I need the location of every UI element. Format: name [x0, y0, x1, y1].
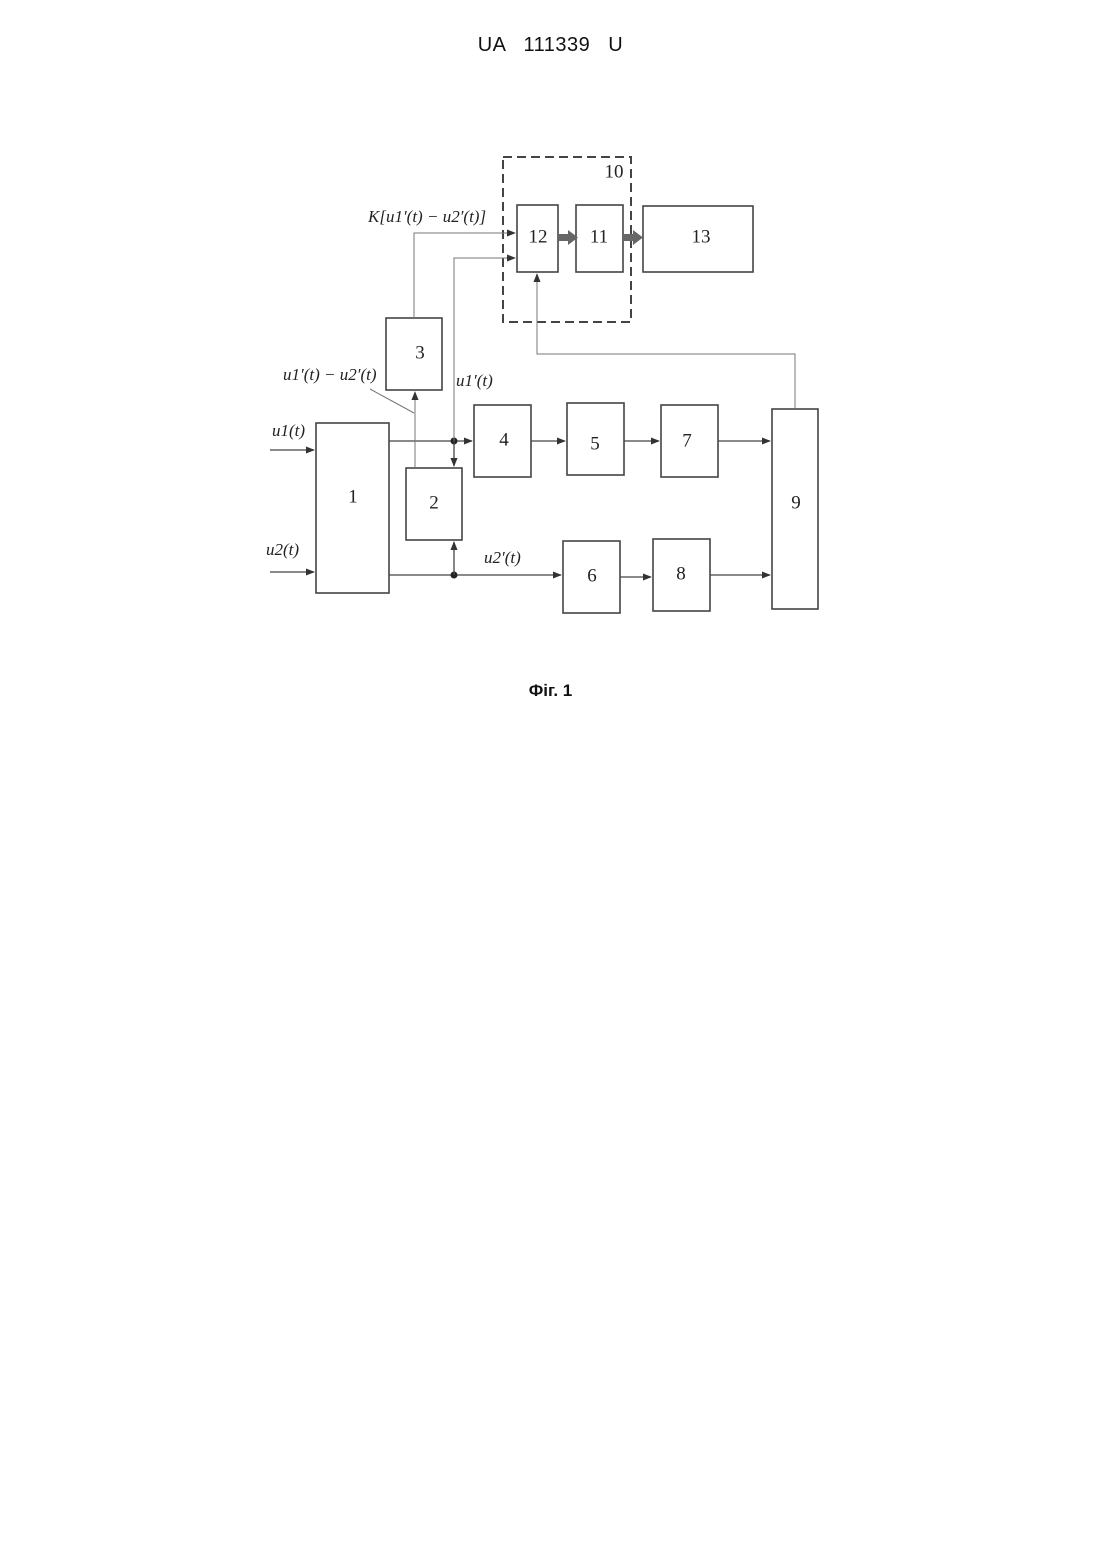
block-8: 8: [653, 539, 710, 611]
svg-text:12: 12: [529, 226, 548, 247]
label-u1-prime: u1′(t): [456, 371, 493, 390]
label-input-u1: u1(t): [272, 421, 305, 440]
svg-text:8: 8: [676, 563, 686, 584]
svg-text:9: 9: [791, 492, 801, 513]
block-3: 3: [386, 318, 442, 390]
block-diagram: 10 1 2 3 4 5 7 6 8 9 12 11: [0, 0, 1101, 720]
label-difference: u1′(t) − u2′(t): [283, 365, 377, 384]
svg-text:11: 11: [590, 226, 608, 247]
block-7: 7: [661, 405, 718, 477]
svg-text:5: 5: [590, 433, 600, 454]
svg-text:7: 7: [682, 430, 692, 451]
thick-arrow-12-to-11: [558, 230, 578, 245]
block-12: 12: [517, 205, 558, 272]
block-2: 2: [406, 468, 462, 540]
block-4: 4: [474, 405, 531, 477]
svg-text:1: 1: [348, 486, 358, 507]
svg-text:2: 2: [429, 492, 439, 513]
block-6: 6: [563, 541, 620, 613]
label-scaled-difference: K[u1′(t) − u2′(t)]: [367, 207, 486, 226]
label-input-u2: u2(t): [266, 540, 299, 559]
svg-text:6: 6: [587, 565, 597, 586]
block-13: 13: [643, 206, 753, 272]
thick-arrow-11-to-13: [623, 230, 643, 245]
difference-leader-line: [370, 389, 414, 413]
block-9: 9: [772, 409, 818, 609]
svg-text:4: 4: [499, 429, 509, 450]
svg-text:13: 13: [692, 226, 711, 247]
svg-text:3: 3: [415, 342, 425, 363]
block-1: 1: [316, 423, 389, 593]
figure-caption: Фіг. 1: [0, 681, 1101, 701]
wire-9-to-12: [537, 274, 795, 409]
label-u2-prime: u2′(t): [484, 548, 521, 567]
block-10-label: 10: [605, 161, 624, 182]
block-5: 5: [567, 403, 624, 475]
block-11: 11: [576, 205, 623, 272]
wire-3-to-12: [414, 233, 515, 318]
